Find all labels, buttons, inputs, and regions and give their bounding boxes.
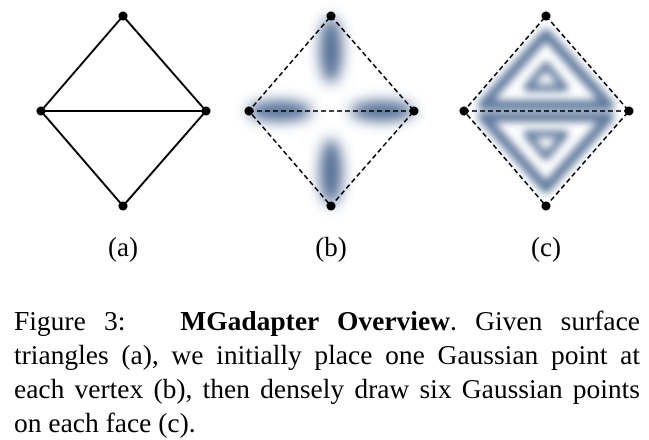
- panel-c: (c): [459, 11, 634, 262]
- panel-b-vertex-right: [409, 106, 419, 116]
- panel-c-gaussians-upper-face: [478, 29, 614, 110]
- caption-prefix: Figure 3:: [14, 304, 126, 336]
- panel-a-vertex-bottom: [118, 201, 128, 211]
- panel-b-label: (b): [315, 232, 346, 262]
- panel-b-gaussians: [248, 17, 414, 205]
- figure-caption: Figure 3: MGadapter Overview. Given surf…: [14, 304, 640, 440]
- figure-svg: (a) (b): [36, 11, 634, 262]
- upper-face-inner-ring: [523, 61, 569, 92]
- panel-a-vertex-top: [118, 11, 128, 21]
- gaussian-vertex-top: [320, 17, 342, 83]
- gaussian-vertex-left: [248, 101, 312, 121]
- lower-face-outer-ring: [478, 112, 614, 193]
- panel-c-vertex-left: [459, 106, 469, 116]
- panel-a: (a): [36, 11, 211, 262]
- upper-face-outer-ring: [478, 29, 614, 110]
- panel-b-vertex-left: [244, 106, 254, 116]
- panel-c-vertex-right: [624, 106, 634, 116]
- panel-c-vertex-top: [541, 11, 551, 21]
- panel-b: (b): [244, 11, 419, 262]
- panel-c-gaussians-lower-face: [478, 112, 614, 193]
- panel-c-label: (c): [531, 232, 561, 262]
- panel-b-vertex-bottom: [326, 201, 336, 211]
- panel-a-vertex-left: [36, 106, 46, 116]
- gaussian-vertex-bottom: [320, 139, 342, 205]
- caption-title: MGadapter Overview: [180, 304, 451, 336]
- panel-a-label: (a): [108, 232, 138, 262]
- panel-a-vertex-right: [201, 106, 211, 116]
- panel-c-vertex-bottom: [541, 201, 551, 211]
- panel-b-vertex-top: [326, 11, 336, 21]
- lower-face-inner-ring: [523, 130, 569, 161]
- figure-panels: (a) (b): [36, 11, 634, 262]
